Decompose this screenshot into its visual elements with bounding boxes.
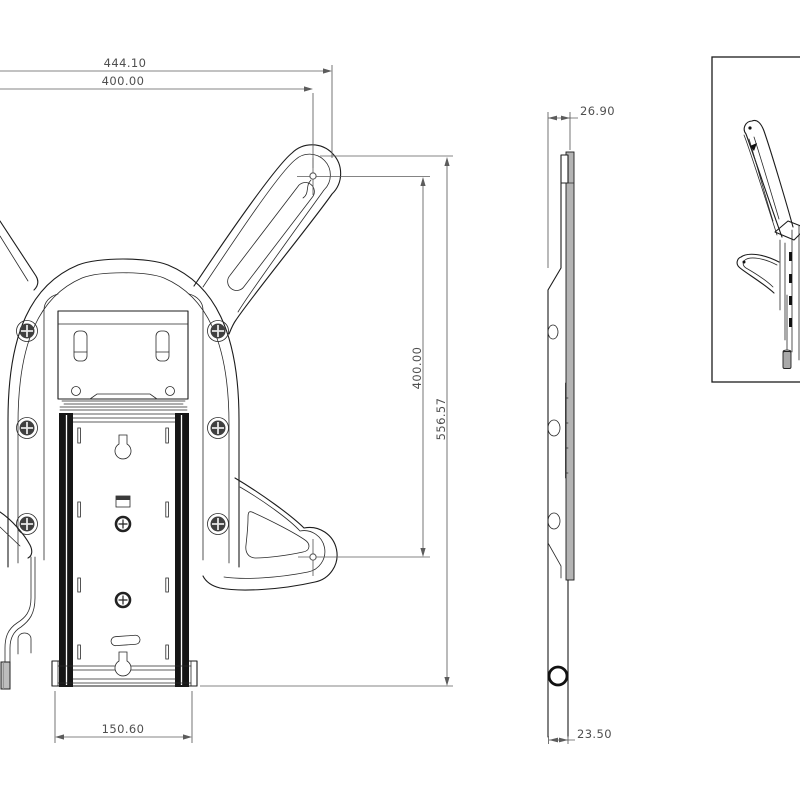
side-hole: [547, 512, 561, 530]
screw-icon: [207, 417, 229, 439]
dim-base-width-label: 150.60: [102, 722, 145, 736]
column-panel: [77, 427, 169, 660]
front-arm-bottom-right: [202, 477, 338, 591]
side-slot: [77, 501, 81, 518]
side-slot: [77, 427, 81, 444]
side-slot: [165, 501, 169, 518]
screw-icon: [16, 417, 38, 439]
side-slot: [165, 644, 169, 660]
base-bracket: [51, 651, 198, 687]
detail-upper-arm: [743, 119, 794, 238]
front-arm-top-left: [0, 220, 39, 291]
front-arm-bottom-left: [0, 511, 33, 559]
handle-slot: [110, 634, 141, 647]
side-slot: [165, 577, 169, 593]
detail-cord-handle: [782, 351, 792, 369]
side-hole: [547, 324, 559, 340]
hinge-stack: [59, 400, 188, 423]
keyhole-slot-upper: [114, 434, 132, 460]
dim-bottom-depth-label: 23.50: [577, 727, 612, 741]
side-tube-hole: [547, 665, 569, 687]
dome-screws: [16, 320, 229, 535]
side-view: 26.90 23.50: [547, 104, 615, 744]
detail-lower-arm: [736, 253, 780, 294]
pull-cord: [0, 556, 36, 690]
dim-top-depth-label: 26.90: [580, 104, 615, 118]
cable-tab-shade: [116, 496, 130, 500]
dim-hole-width-label: 400.00: [102, 74, 145, 88]
cord-handle: [0, 661, 11, 690]
side-dimensions: 26.90 23.50: [547, 104, 615, 744]
column-rails: [59, 413, 189, 687]
detail-pull-cord: [782, 294, 792, 369]
screw-icon: [207, 513, 229, 535]
detail-plate: [774, 220, 800, 361]
screw-icon: [114, 515, 132, 533]
side-profile: [547, 151, 575, 738]
screw-icon: [114, 591, 132, 609]
side-slot: [77, 644, 81, 660]
screw-icon: [207, 320, 229, 342]
wall-plate-side: [565, 151, 575, 581]
side-slot: [165, 427, 169, 444]
screw-icon: [16, 513, 38, 535]
front-view: 444.10 400.00 400.00 556.57 150.60: [0, 56, 453, 743]
wall-plate-upper: [57, 310, 189, 400]
side-slot: [77, 577, 81, 593]
side-hole: [547, 419, 561, 437]
detail-view: [711, 56, 800, 383]
dim-overall-width-label: 444.10: [104, 56, 147, 70]
dim-hole-height-label: 400.00: [410, 347, 424, 390]
dim-overall-height-label: 556.57: [434, 398, 448, 441]
keyhole-slot-lower: [114, 651, 132, 677]
front-dimensions: 444.10 400.00 400.00 556.57 150.60: [0, 56, 453, 743]
screw-icon: [16, 320, 38, 342]
front-arm-top-right: [193, 144, 342, 335]
